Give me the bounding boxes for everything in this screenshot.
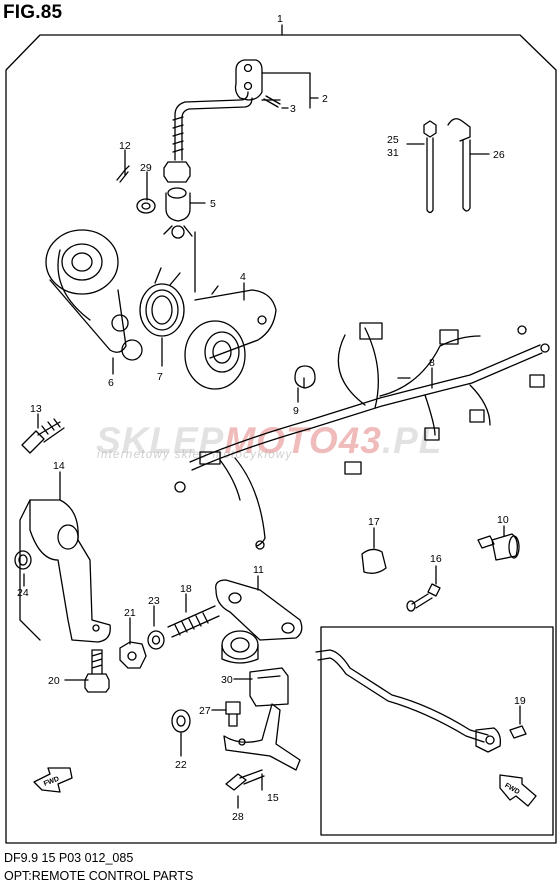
throttle-rod-part xyxy=(172,59,281,161)
callout-5: 5 xyxy=(210,198,216,210)
wiring-harness-part xyxy=(174,322,550,550)
callout-21: 21 xyxy=(124,607,136,619)
footer-code: DF9.9 15 P03 012_085 xyxy=(4,851,134,865)
callout-17: 17 xyxy=(368,516,380,528)
fwd-label-right: FWD xyxy=(503,782,520,796)
callout-9: 9 xyxy=(293,405,299,417)
callout-24: 24 xyxy=(17,587,29,599)
callout-10: 10 xyxy=(497,514,509,526)
callout-30: 30 xyxy=(221,674,233,686)
cable-tie-part xyxy=(423,118,471,214)
callout-2: 2 xyxy=(322,93,328,105)
callout-7: 7 xyxy=(157,371,163,383)
callout-12: 12 xyxy=(119,140,131,152)
spring-part xyxy=(139,267,185,337)
control-housing-part xyxy=(184,231,277,390)
clip-17-part xyxy=(361,548,387,574)
fwd-label-left: FWD xyxy=(43,776,60,788)
pin-10-part xyxy=(477,533,520,561)
callout-23: 23 xyxy=(148,595,160,607)
bolt-13-part xyxy=(21,418,65,454)
fitting-16-part xyxy=(406,583,441,612)
diagram-frame xyxy=(5,34,557,844)
callout-19: 19 xyxy=(514,695,526,707)
bracket-11-part xyxy=(215,579,303,664)
callout-16: 16 xyxy=(430,553,442,565)
callout-29: 29 xyxy=(140,162,152,174)
callout-6: 6 xyxy=(108,377,114,389)
fasteners-21-23-18-part xyxy=(119,605,220,669)
fwd-arrow-left xyxy=(33,767,73,793)
rod-joint-part xyxy=(116,161,193,239)
control-lever-part xyxy=(45,229,143,361)
watermark-part-1: SKLEP xyxy=(96,420,225,461)
grommet-part xyxy=(294,365,316,389)
bracket-30-part xyxy=(249,667,289,707)
callout-26: 26 xyxy=(493,149,505,161)
callout-3: 3 xyxy=(290,103,296,115)
watermark-part-3: 43 xyxy=(338,420,382,461)
bolt-20-part xyxy=(84,649,110,693)
callout-15: 15 xyxy=(267,792,279,804)
callout-11: 11 xyxy=(253,564,264,576)
callout-18: 18 xyxy=(180,583,192,595)
inset-rod-part xyxy=(315,649,527,753)
callout-27: 27 xyxy=(199,705,211,717)
callout-1: 1 xyxy=(277,13,283,25)
callout-22: 22 xyxy=(175,759,187,771)
bracket-14-part xyxy=(14,499,111,643)
callout-4: 4 xyxy=(240,271,246,283)
callout-31: 31 xyxy=(387,147,399,159)
washer-22-part xyxy=(171,709,191,733)
figure-title: FIG.85 xyxy=(3,2,63,23)
fwd-arrow-right xyxy=(499,774,537,807)
callout-20: 20 xyxy=(48,675,60,687)
footer-caption: OPT:REMOTE CONTROL PARTS xyxy=(4,869,194,883)
callout-25: 25 xyxy=(387,134,399,146)
callout-28: 28 xyxy=(232,811,244,823)
callout-8: 8 xyxy=(429,357,435,369)
inset-frame xyxy=(320,626,554,836)
watermark-tagline: internetowy sklep motocyklowy xyxy=(97,449,293,461)
callout-14: 14 xyxy=(53,460,65,472)
callout-13: 13 xyxy=(30,403,42,415)
bracket-15-part xyxy=(223,701,301,791)
